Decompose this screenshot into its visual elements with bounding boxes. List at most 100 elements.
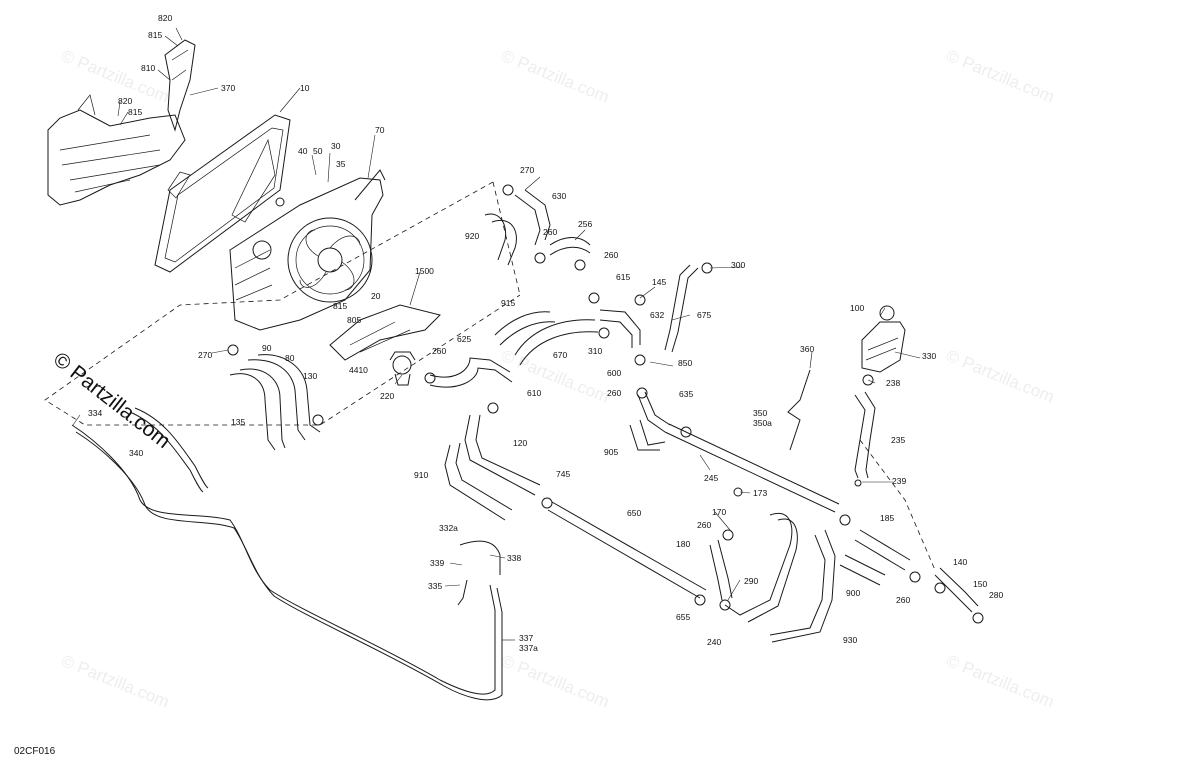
partzilla-watermark: © Partzilla.com bbox=[49, 348, 175, 453]
part-callout: 300 bbox=[731, 260, 745, 270]
part-callout: 337a bbox=[519, 643, 538, 653]
part-callout: 20 bbox=[371, 291, 381, 301]
watermark: © Partzilla.com bbox=[944, 346, 1057, 407]
hoses-center bbox=[429, 357, 541, 521]
part-callout: 180 bbox=[676, 539, 690, 549]
part-callout: 334 bbox=[88, 408, 102, 418]
part-callout: 920 bbox=[465, 231, 479, 241]
leader-lines bbox=[72, 27, 921, 641]
part-callout: 173 bbox=[753, 488, 767, 498]
watermark: © Partzilla.com bbox=[499, 46, 612, 107]
part-callout: 35 bbox=[336, 159, 346, 169]
part-callout: 245 bbox=[704, 473, 718, 483]
part-callout: 820 bbox=[118, 96, 132, 106]
part-callout: 1500 bbox=[415, 266, 434, 276]
hoses-upper-middle bbox=[484, 189, 699, 366]
part-callout: 270 bbox=[198, 350, 212, 360]
assembly-dashed-lines bbox=[44, 181, 936, 571]
part-callout: 238 bbox=[886, 378, 900, 388]
part-callout: 260 bbox=[896, 595, 910, 605]
air-deflector bbox=[47, 39, 196, 206]
part-callout: 630 bbox=[552, 191, 566, 201]
part-callout: 90 bbox=[262, 343, 272, 353]
part-callout: 675 bbox=[697, 310, 711, 320]
part-callout: 338 bbox=[507, 553, 521, 563]
part-callout: 330 bbox=[922, 351, 936, 361]
part-callout: 820 bbox=[158, 13, 172, 23]
watermark: © Partzilla.com bbox=[499, 651, 612, 712]
watermark: © Partzilla.com bbox=[59, 651, 172, 712]
part-callout: 655 bbox=[676, 612, 690, 622]
part-callout: 260 bbox=[432, 346, 446, 356]
part-callout: 815 bbox=[333, 301, 347, 311]
part-callout: 600 bbox=[607, 368, 621, 378]
part-callout: 280 bbox=[989, 590, 1003, 600]
part-callout: 337 bbox=[519, 633, 533, 643]
part-callout: 270 bbox=[520, 165, 534, 175]
clamps bbox=[227, 184, 984, 624]
part-callout: 260 bbox=[697, 520, 711, 530]
part-callout: 815 bbox=[128, 107, 142, 117]
part-callouts: 820 815 810 370 820 815 10 40 50 30 35 7… bbox=[88, 13, 1003, 653]
part-callout: 670 bbox=[553, 350, 567, 360]
part-callout: 350a bbox=[753, 418, 772, 428]
part-callout: 332a bbox=[439, 523, 458, 533]
part-callout: 910 bbox=[414, 470, 428, 480]
watermark: © Partzilla.com bbox=[59, 46, 172, 107]
mounting-bracket bbox=[329, 304, 441, 361]
part-callout: 4410 bbox=[349, 365, 368, 375]
part-callout: 360 bbox=[800, 344, 814, 354]
part-callout: 632 bbox=[650, 310, 664, 320]
part-callout: 615 bbox=[616, 272, 630, 282]
part-callout: 185 bbox=[880, 513, 894, 523]
part-callout: 240 bbox=[707, 637, 721, 647]
part-callout: 135 bbox=[231, 417, 245, 427]
part-callout: 900 bbox=[846, 588, 860, 598]
part-callout: 850 bbox=[678, 358, 692, 368]
part-callout: 260 bbox=[604, 250, 618, 260]
part-callout: 140 bbox=[953, 557, 967, 567]
part-callout: 235 bbox=[891, 435, 905, 445]
part-callout: 150 bbox=[973, 579, 987, 589]
part-callout: 256 bbox=[578, 219, 592, 229]
part-callout: 260 bbox=[543, 227, 557, 237]
part-callout: 40 bbox=[298, 146, 308, 156]
part-callout: 310 bbox=[588, 346, 602, 356]
radiator bbox=[154, 114, 291, 273]
part-callout: 50 bbox=[313, 146, 323, 156]
pipes bbox=[547, 423, 840, 599]
part-callout: 745 bbox=[556, 469, 570, 479]
part-callout: 80 bbox=[285, 353, 295, 363]
part-callout: 370 bbox=[221, 83, 235, 93]
part-callout: 815 bbox=[148, 30, 162, 40]
overflow-lines bbox=[71, 407, 503, 701]
part-callout: 915 bbox=[501, 298, 515, 308]
part-callout: 170 bbox=[712, 507, 726, 517]
part-callout: 70 bbox=[375, 125, 385, 135]
part-callout: 10 bbox=[300, 83, 310, 93]
part-callout: 350 bbox=[753, 408, 767, 418]
part-callout: 930 bbox=[843, 635, 857, 645]
part-callout: 339 bbox=[430, 558, 444, 568]
part-callout: 905 bbox=[604, 447, 618, 457]
part-callout: 340 bbox=[129, 448, 143, 458]
part-callout: 120 bbox=[513, 438, 527, 448]
part-callout: 810 bbox=[141, 63, 155, 73]
part-callout: 650 bbox=[627, 508, 641, 518]
watermark: © Partzilla.com bbox=[944, 651, 1057, 712]
watermark-layer: © Partzilla.com © Partzilla.com © Partzi… bbox=[59, 46, 1057, 712]
thermostat-housing bbox=[389, 351, 416, 386]
part-callout: 625 bbox=[457, 334, 471, 344]
hoses-right bbox=[629, 391, 979, 643]
hoses-lower-left bbox=[229, 354, 321, 451]
part-callout: 145 bbox=[652, 277, 666, 287]
part-callout: 30 bbox=[331, 141, 341, 151]
part-callout: 239 bbox=[892, 476, 906, 486]
part-callout: 290 bbox=[744, 576, 758, 586]
part-callout: 805 bbox=[347, 315, 361, 325]
part-callout: 130 bbox=[303, 371, 317, 381]
part-callout: 100 bbox=[850, 303, 864, 313]
part-callout: 260 bbox=[607, 388, 621, 398]
